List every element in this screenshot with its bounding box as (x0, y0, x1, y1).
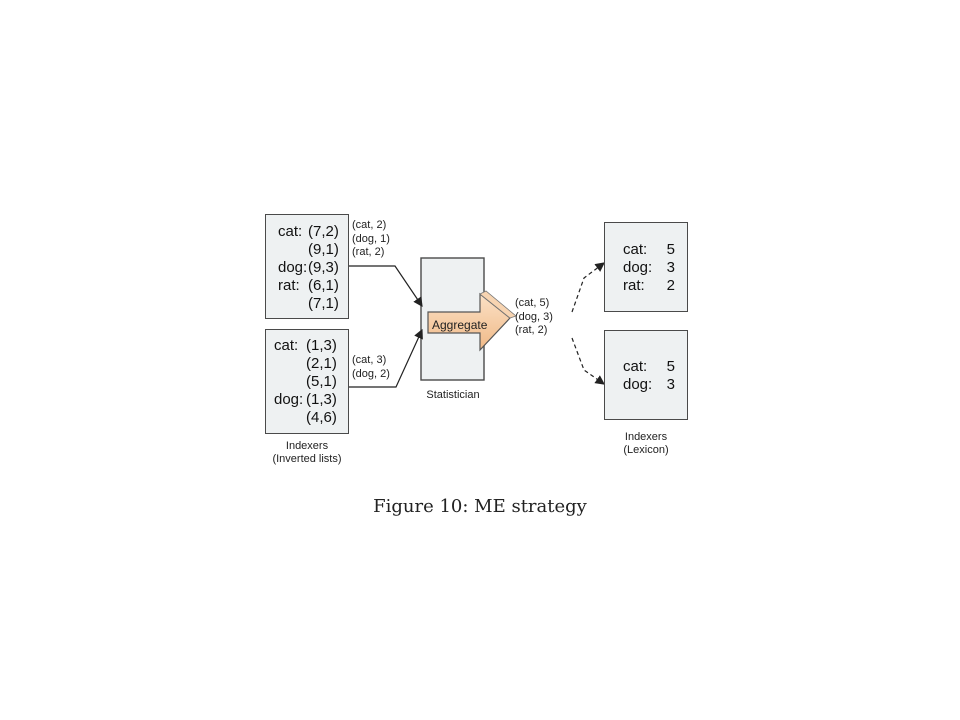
top-indexer-tuples: (cat, 2) (dog, 1) (rat, 2) (352, 219, 390, 260)
indexer-lexicon-bottom: cat: 5 dog: 3 (604, 330, 688, 420)
term-label: cat: (623, 241, 648, 258)
aggregated-tuples: (cat, 5) (dog, 3) (rat, 2) (515, 297, 553, 338)
aggregate-arrow-edge (479, 290, 517, 319)
term-count: 3 (666, 376, 675, 393)
list-item: cat: (278, 223, 302, 242)
term-count: 5 (666, 358, 675, 375)
indexer-inverted-bottom: cat: (1,3) (2,1) (5,1) dog: (1,3) (4,6) (265, 329, 349, 434)
term-count: 5 (666, 241, 675, 258)
aggregate-label: Aggregate (432, 318, 488, 332)
term-label: rat: (623, 277, 645, 294)
list-item: (7,1) (308, 295, 339, 314)
caption-line: (Lexicon) (623, 444, 669, 456)
list-item: rat: (278, 277, 300, 296)
posting: (9,3) (308, 259, 339, 276)
statistician-caption: Statistician (412, 389, 494, 402)
tuple: (dog, 2) (352, 367, 390, 380)
list-item: (4,6) (306, 409, 337, 428)
posting: (4,6) (306, 409, 337, 426)
list-item: (7,2) (308, 223, 339, 242)
list-item: dog: (274, 391, 303, 410)
list-item: cat: (274, 337, 298, 356)
posting: (5,1) (306, 373, 337, 390)
term-label: dog: (278, 259, 308, 276)
posting: (7,1) (308, 295, 339, 312)
connector-bottom-indexer (348, 328, 423, 388)
term-label: dog: (274, 391, 304, 408)
connector-top-indexer (348, 265, 423, 307)
posting: (2,1) (306, 355, 337, 372)
tuple: (cat, 2) (352, 219, 387, 231)
bottom-indexer-tuples: (cat, 3) (dog, 2) (352, 354, 390, 381)
list-item: (9,1) (308, 241, 339, 260)
posting: (6,1) (308, 277, 339, 294)
tuple: (dog, 1) (352, 232, 390, 245)
term-count: 3 (666, 259, 675, 276)
connector-to-lexicon-top (571, 262, 605, 313)
list-item: (9,3) (308, 259, 339, 278)
tuple: (rat, 2) (352, 246, 385, 258)
caption-line: (Inverted lists) (272, 453, 342, 465)
aggregate-arrow (427, 292, 511, 352)
tuple: (cat, 5) (515, 297, 550, 309)
caption-line: Indexers (285, 440, 329, 452)
term-label: cat: (278, 223, 303, 240)
posting: (7,2) (308, 223, 339, 240)
indexer-inverted-top: cat: (7,2) (9,1) dog: (9,3) rat: (6,1) (… (265, 214, 349, 319)
posting: (1,3) (306, 337, 337, 354)
term-label: cat: (623, 358, 648, 375)
indexers-lexicon-caption: Indexers (Lexicon) (586, 431, 706, 457)
list-item: (2,1) (306, 355, 337, 374)
term-label: dog: (623, 376, 653, 393)
connector-to-lexicon-bottom (571, 337, 605, 385)
term-count: 2 (666, 277, 675, 294)
posting: (1,3) (306, 391, 337, 408)
term-label: dog: (623, 259, 653, 276)
list-item: (1,3) (306, 391, 337, 410)
tuple: (dog, 3) (515, 310, 553, 323)
term-label: rat: (278, 277, 300, 294)
indexer-lexicon-top: cat: 5 dog: 3 rat: 2 (604, 222, 688, 312)
caption-line: Statistician (426, 389, 480, 401)
caption-line: Indexers (624, 431, 668, 443)
list-item: (5,1) (306, 373, 337, 392)
figure-caption: Figure 10: ME strategy (373, 496, 587, 517)
list-item: (1,3) (306, 337, 337, 356)
tuple: (rat, 2) (515, 324, 548, 336)
term-label: cat: (274, 337, 299, 354)
list-item: (6,1) (308, 277, 339, 296)
indexers-inverted-caption: Indexers (Inverted lists) (247, 440, 367, 466)
posting: (9,1) (308, 241, 339, 258)
list-item: dog: (278, 259, 307, 278)
tuple: (cat, 3) (352, 354, 387, 366)
